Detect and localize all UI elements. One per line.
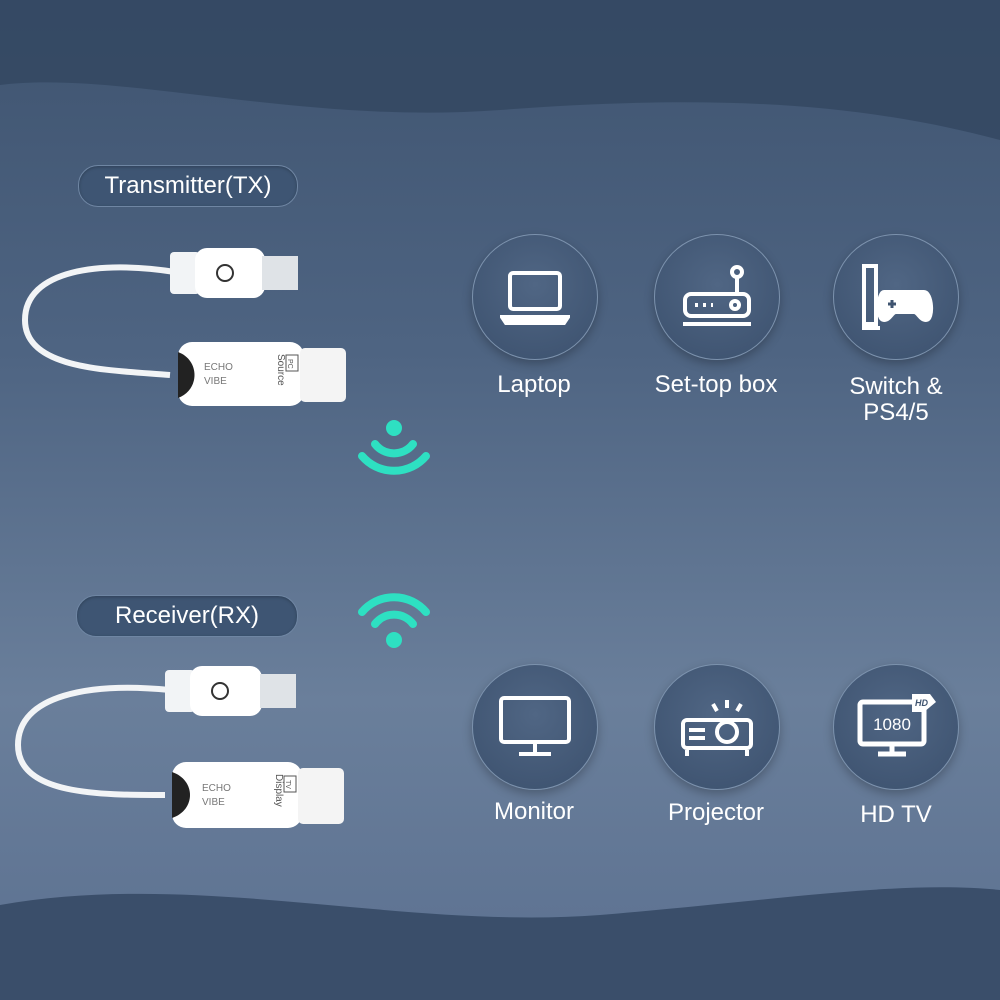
set-top-box-icon [683, 265, 751, 326]
projector-icon [681, 700, 753, 756]
monitor-icon [499, 696, 571, 756]
display-label-hd-tv: HD TV [860, 801, 932, 828]
laptop-icon [500, 271, 570, 325]
svg-text:ECHO: ECHO [202, 783, 231, 794]
display-label-monitor: Monitor [493, 798, 575, 825]
game-console-source [833, 234, 959, 360]
label-line1: Switch & [849, 373, 943, 400]
svg-text:1080: 1080 [873, 715, 911, 734]
wireless-signal-icon [358, 593, 430, 648]
wireless-signal-icon [358, 420, 430, 475]
svg-text:PC: PC [286, 359, 293, 369]
display-label-projector: Projector [667, 799, 765, 826]
svg-text:Display: Display [273, 774, 284, 807]
svg-text:VIBE: VIBE [204, 376, 227, 387]
svg-text:HD: HD [915, 698, 928, 708]
source-label-laptop: Laptop [497, 371, 571, 398]
source-label-console: Switch & PS4/5 [806, 374, 986, 426]
projector-display [654, 664, 780, 790]
svg-text:TV: TV [284, 780, 291, 789]
svg-text:Source: Source [275, 354, 286, 386]
label-line2: PS4/5 [863, 399, 929, 426]
source-label-set-top-box: Set-top box [654, 371, 778, 398]
monitor-display [472, 664, 598, 790]
svg-text:VIBE: VIBE [202, 797, 225, 808]
receiver-device: ECHO VIBE Display TV [14, 666, 344, 828]
transmitter-label: Transmitter(TX) [78, 165, 298, 207]
hd-tv-icon: HD 1080 [857, 694, 936, 757]
transmitter-device: ECHO VIBE Source PC [21, 248, 346, 406]
svg-text:ECHO: ECHO [204, 362, 233, 373]
set-top-box-source [654, 234, 780, 360]
receiver-label: Receiver(RX) [76, 595, 298, 637]
laptop-source [472, 234, 598, 360]
hd-tv-display: HD 1080 [833, 664, 959, 790]
game-console-icon [862, 264, 933, 330]
